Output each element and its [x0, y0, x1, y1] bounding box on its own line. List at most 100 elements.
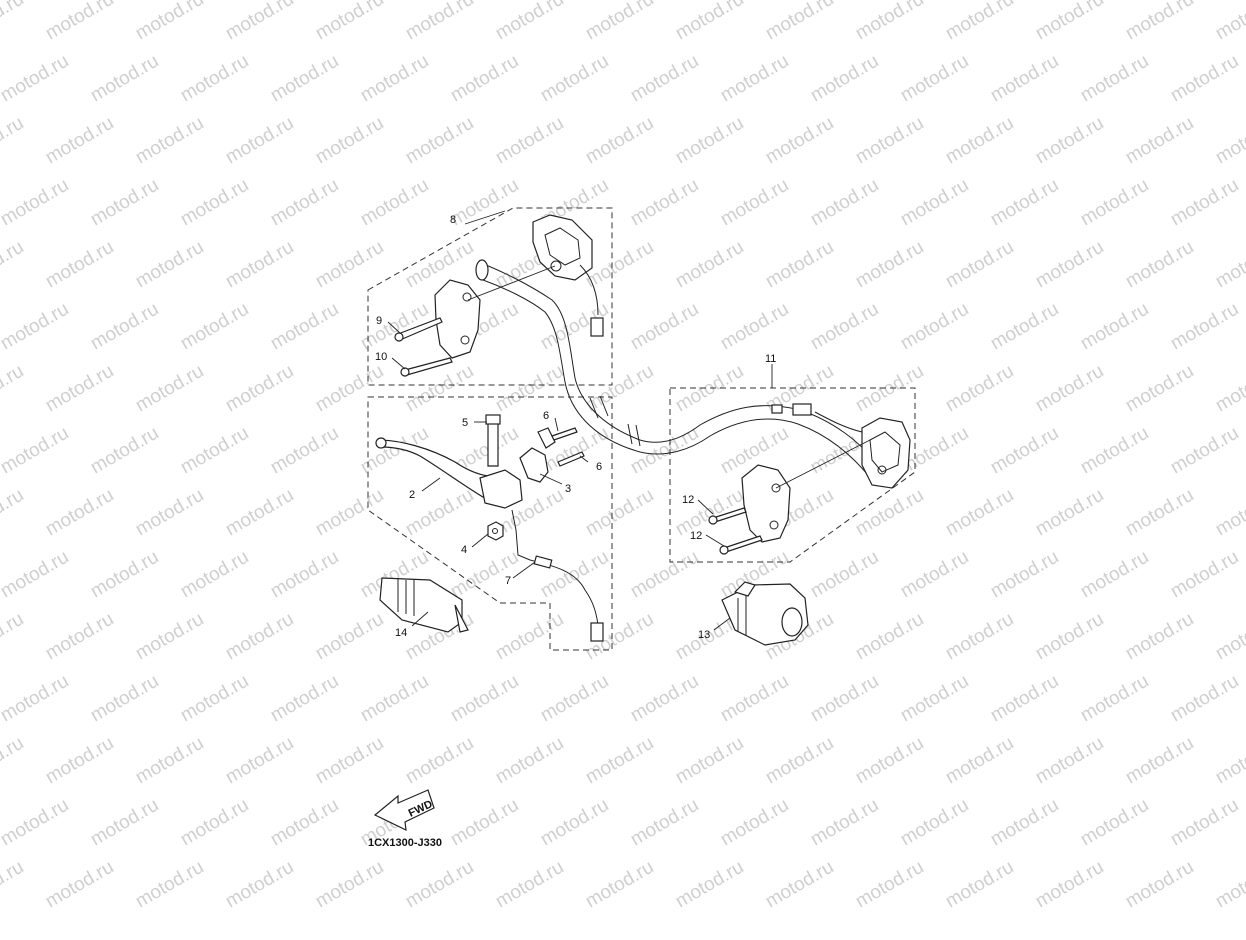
- holder-3: [519, 447, 549, 483]
- watermark-text: motod.ru: [492, 609, 567, 665]
- watermark-text: motod.ru: [1167, 51, 1242, 107]
- watermark-text: motod.ru: [132, 733, 207, 789]
- watermark-text: motod.ru: [987, 299, 1062, 355]
- watermark-text: motod.ru: [402, 0, 477, 44]
- screw-6-bottom: [557, 451, 585, 467]
- watermark-text: motod.ru: [447, 175, 522, 231]
- group-outline-right: [669, 387, 916, 563]
- watermark-text: motod.ru: [492, 733, 567, 789]
- watermark-text: motod.ru: [267, 671, 342, 727]
- watermark-text: motod.ru: [1032, 485, 1107, 541]
- grips: [379, 577, 809, 646]
- watermark-text: motod.ru: [312, 237, 387, 293]
- watermark-text: motod.ru: [987, 51, 1062, 107]
- watermark-text: motod.ru: [1212, 0, 1246, 44]
- watermark-text: motod.ru: [177, 175, 252, 231]
- callouts: 8 9 10 5 6 6 2 3 4 7 14 11 12 12 13: [375, 214, 776, 641]
- watermark-text: motod.ru: [987, 547, 1062, 603]
- callout-13: 13: [698, 629, 710, 641]
- watermark-text: motod.ru: [942, 485, 1017, 541]
- watermark-text: motod.ru: [987, 671, 1062, 727]
- watermark-text: motod.ru: [1122, 113, 1197, 169]
- watermark-text: motod.ru: [537, 795, 612, 851]
- watermark-text: motod.ru: [1032, 857, 1107, 913]
- watermark-text: motod.ru: [627, 795, 702, 851]
- watermark-text: motod.ru: [807, 175, 882, 231]
- watermark-text: motod.ru: [1167, 175, 1242, 231]
- watermark-text: motod.ru: [42, 361, 117, 417]
- watermark-text: motod.ru: [492, 0, 567, 44]
- watermark-text: motod.ru: [987, 175, 1062, 231]
- watermark-text: motod.ru: [267, 51, 342, 107]
- watermark-text: motod.ru: [1032, 609, 1107, 665]
- watermark-text: motod.ru: [1077, 671, 1152, 727]
- watermark-text: motod.ru: [582, 857, 657, 913]
- callout-12-top: 12: [682, 494, 694, 506]
- watermark-text: motod.ru: [267, 547, 342, 603]
- watermark-text: motod.ru: [492, 113, 567, 169]
- watermark-text: motod.ru: [762, 733, 837, 789]
- watermark-text: motod.ru: [312, 485, 387, 541]
- watermark-text: motod.ru: [897, 51, 972, 107]
- watermark-text: motod.ru: [0, 795, 72, 851]
- callout-6-bottom: 6: [596, 461, 602, 473]
- watermark-text: motod.ru: [0, 423, 72, 479]
- group-outlines: [367, 207, 916, 651]
- callout-10: 10: [375, 351, 387, 363]
- watermark-text: motod.ru: [1167, 423, 1242, 479]
- watermark-text: motod.ru: [582, 113, 657, 169]
- watermark-text: motod.ru: [42, 0, 117, 44]
- right-switch-connector-icon: [792, 403, 812, 416]
- watermark-text: motod.ru: [852, 237, 927, 293]
- watermark-text: motod.ru: [1077, 51, 1152, 107]
- watermark-text: motod.ru: [987, 795, 1062, 851]
- watermark-text: motod.ru: [0, 547, 72, 603]
- watermark-text: motod.ru: [87, 175, 162, 231]
- callout-7: 7: [505, 575, 511, 587]
- watermark-text: motod.ru: [942, 0, 1017, 44]
- watermark-text: motod.ru: [942, 857, 1017, 913]
- watermark-text: motod.ru: [267, 175, 342, 231]
- watermark-text: motod.ru: [357, 51, 432, 107]
- watermark-text: motod.ru: [222, 857, 297, 913]
- watermark-text: motod.ru: [357, 671, 432, 727]
- watermark-text: motod.ru: [132, 485, 207, 541]
- right-switch-front-housing: [741, 464, 791, 543]
- watermark-text: motod.ru: [897, 795, 972, 851]
- watermark-text: motod.ru: [1122, 609, 1197, 665]
- watermark-text: motod.ru: [87, 795, 162, 851]
- callout-12-bottom: 12: [690, 530, 702, 542]
- callout-9: 9: [376, 315, 382, 327]
- watermark-text: motod.ru: [762, 113, 837, 169]
- watermark-text: motod.ru: [672, 857, 747, 913]
- watermark-text: motod.ru: [1077, 299, 1152, 355]
- watermark-text: motod.ru: [132, 113, 207, 169]
- watermark-text: motod.ru: [1212, 237, 1246, 293]
- watermark-text: motod.ru: [0, 609, 27, 665]
- watermark-text: motod.ru: [942, 609, 1017, 665]
- lever-cable-connector-icon: [590, 622, 604, 642]
- watermark-text: motod.ru: [222, 237, 297, 293]
- watermark-text: motod.ru: [1077, 423, 1152, 479]
- screw-6-top: [551, 427, 578, 441]
- watermark-text: motod.ru: [1122, 857, 1197, 913]
- watermark-text: motod.ru: [1122, 237, 1197, 293]
- watermark-text: motod.ru: [0, 237, 27, 293]
- watermark-text: motod.ru: [492, 361, 567, 417]
- watermark-text: motod.ru: [87, 423, 162, 479]
- nut-4: [487, 521, 504, 541]
- watermark-text: motod.ru: [852, 0, 927, 44]
- watermark-text: motod.ru: [0, 361, 27, 417]
- screw-12-bottom: [723, 535, 763, 553]
- watermark-text: motod.ru: [132, 609, 207, 665]
- watermark-text: motod.ru: [627, 671, 702, 727]
- watermark-text: motod.ru: [42, 733, 117, 789]
- watermark-text: motod.ru: [852, 857, 927, 913]
- watermark-text: motod.ru: [1212, 857, 1246, 913]
- grip-14: [379, 577, 463, 633]
- callout-5: 5: [462, 417, 468, 429]
- watermark-text: motod.ru: [942, 361, 1017, 417]
- watermark-text: motod.ru: [942, 733, 1017, 789]
- watermark-text: motod.ru: [312, 857, 387, 913]
- watermark-text: motod.ru: [222, 609, 297, 665]
